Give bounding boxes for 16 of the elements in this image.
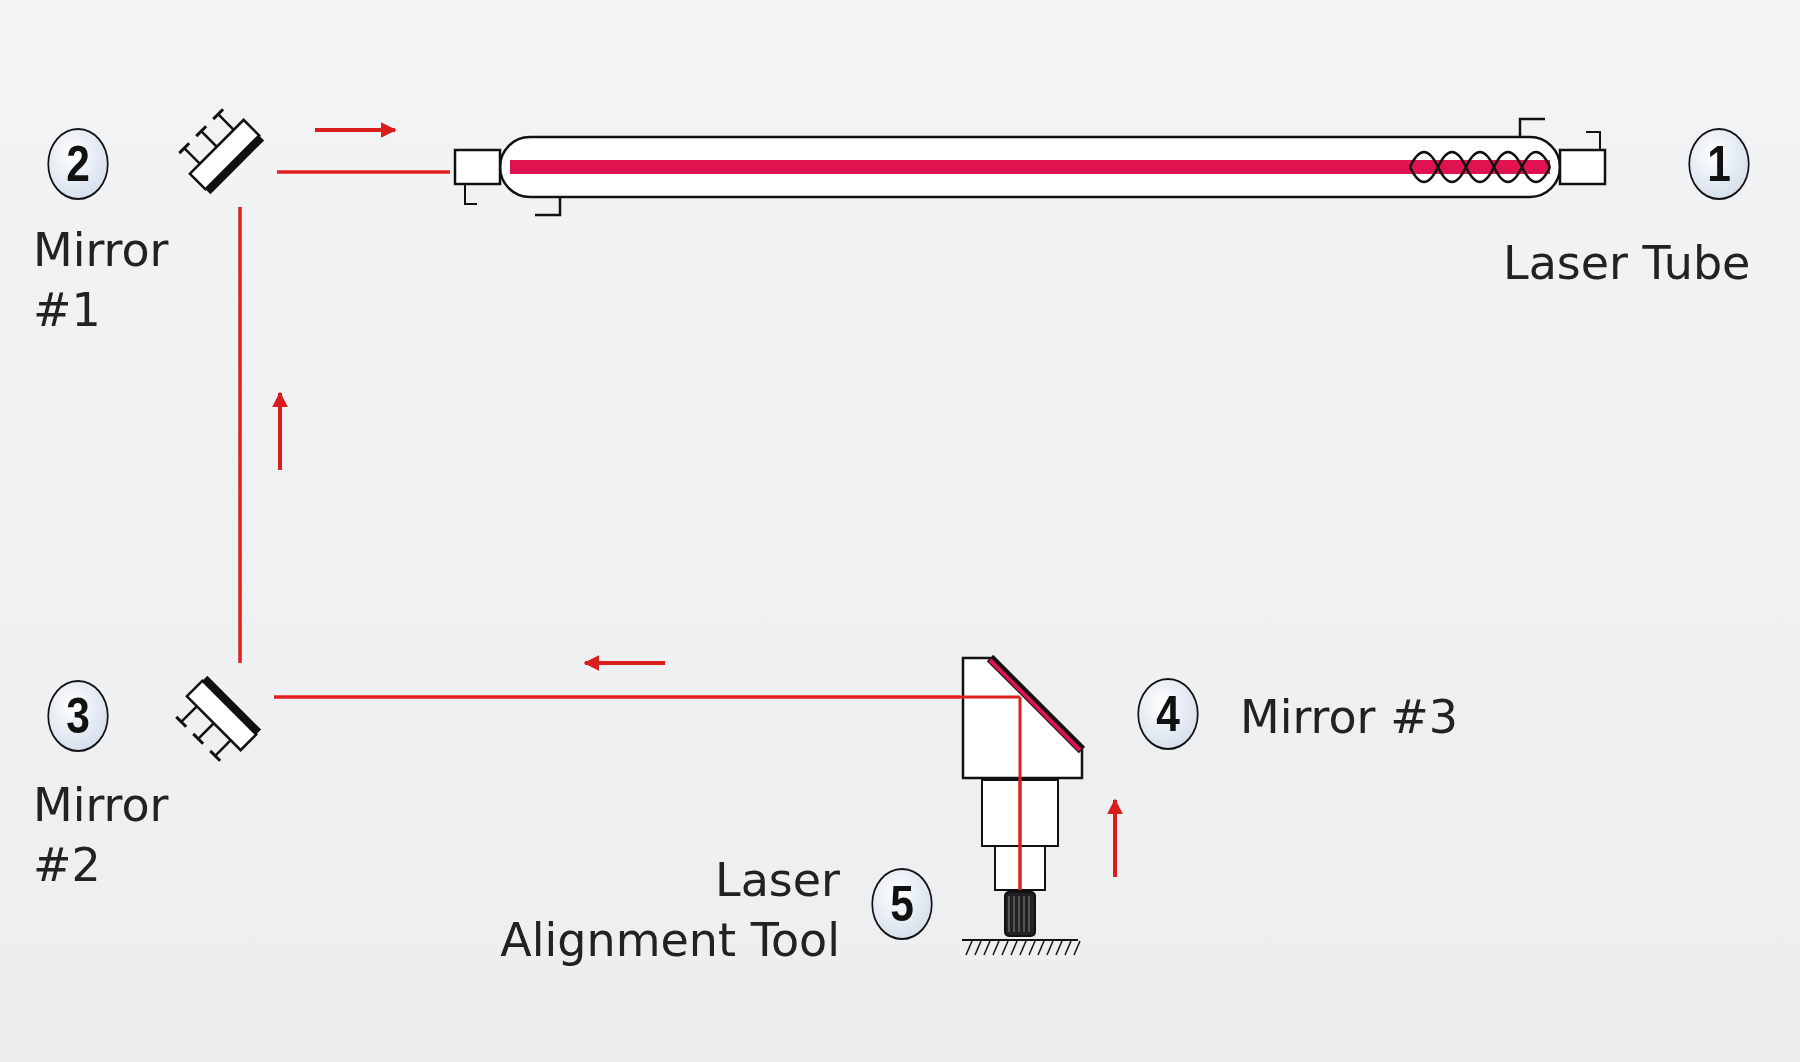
laser-beam bbox=[1018, 780, 1022, 890]
laser-beam bbox=[274, 695, 960, 699]
component-label: Laser Alignment Tool bbox=[499, 852, 840, 969]
callout-number: 3 bbox=[47, 680, 109, 752]
laser-beam bbox=[277, 170, 450, 174]
callout-number: 1 bbox=[1688, 128, 1750, 200]
alignment-tool-drawing bbox=[1003, 890, 1037, 938]
callout-number: 2 bbox=[47, 128, 109, 200]
laser-beam bbox=[238, 207, 242, 663]
callout-number: 5 bbox=[871, 868, 933, 940]
component-label: Mirror #2 bbox=[33, 777, 170, 894]
component-label: Mirror #3 bbox=[1240, 689, 1459, 746]
mirror-mount-drawing bbox=[960, 655, 1085, 780]
component-label: Laser Tube bbox=[1503, 235, 1752, 292]
component-label: Mirror #1 bbox=[33, 222, 170, 339]
callout-number: 4 bbox=[1137, 678, 1199, 750]
